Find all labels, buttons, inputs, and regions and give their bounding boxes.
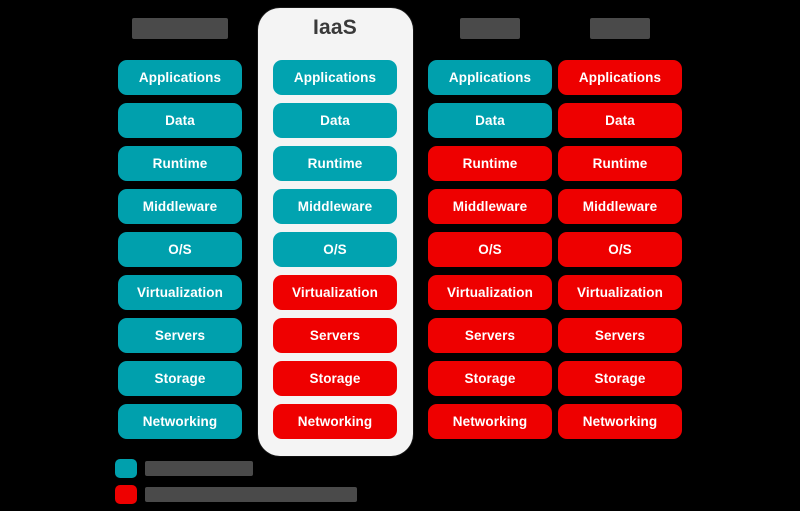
layer-os[interactable]: O/S (118, 232, 242, 267)
layer-servers[interactable]: Servers (118, 318, 242, 353)
layer-os[interactable]: O/S (273, 232, 397, 267)
layer-runtime[interactable]: Runtime (428, 146, 552, 181)
layer-virtualization[interactable]: Virtualization (558, 275, 682, 310)
redacted-header-text (460, 17, 520, 39)
layer-applications[interactable]: Applications (428, 60, 552, 95)
service-model-column-3[interactable]: Applications Data Runtime Middleware O/S… (428, 0, 552, 439)
layer-virtualization[interactable]: Virtualization (428, 275, 552, 310)
legend (115, 455, 357, 507)
legend-swatch-teal-icon (115, 458, 137, 478)
layer-middleware[interactable]: Middleware (428, 189, 552, 224)
column-2-header: IaaS (313, 16, 357, 39)
legend-swatch-red-icon (115, 484, 137, 504)
layer-data[interactable]: Data (273, 103, 397, 138)
service-model-column-1[interactable]: Applications Data Runtime Middleware O/S… (118, 0, 242, 439)
layer-data[interactable]: Data (118, 103, 242, 138)
layer-applications[interactable]: Applications (558, 60, 682, 95)
layer-servers[interactable]: Servers (558, 318, 682, 353)
layer-data[interactable]: Data (558, 103, 682, 138)
service-model-column-4[interactable]: Applications Data Runtime Middleware O/S… (558, 0, 682, 439)
layer-middleware[interactable]: Middleware (118, 189, 242, 224)
redacted-header-text (132, 17, 228, 39)
legend-item-red (115, 481, 357, 507)
layer-virtualization[interactable]: Virtualization (273, 275, 397, 310)
column-3-header (428, 0, 552, 56)
column-1-layers: Applications Data Runtime Middleware O/S… (118, 60, 242, 447)
layer-networking[interactable]: Networking (558, 404, 682, 439)
legend-item-teal (115, 455, 357, 481)
layer-data[interactable]: Data (428, 103, 552, 138)
layer-networking[interactable]: Networking (428, 404, 552, 439)
layer-networking[interactable]: Networking (118, 404, 242, 439)
layer-runtime[interactable]: Runtime (273, 146, 397, 181)
layer-applications[interactable]: Applications (118, 60, 242, 95)
layer-applications[interactable]: Applications (273, 60, 397, 95)
layer-storage[interactable]: Storage (118, 361, 242, 396)
layer-virtualization[interactable]: Virtualization (118, 275, 242, 310)
layer-runtime[interactable]: Runtime (118, 146, 242, 181)
column-2-layers: Applications Data Runtime Middleware O/S… (273, 60, 397, 447)
layer-runtime[interactable]: Runtime (558, 146, 682, 181)
redacted-legend-label (145, 486, 357, 502)
layer-middleware[interactable]: Middleware (273, 189, 397, 224)
layer-servers[interactable]: Servers (273, 318, 397, 353)
layer-servers[interactable]: Servers (428, 318, 552, 353)
column-1-header (118, 0, 242, 56)
column-4-layers: Applications Data Runtime Middleware O/S… (558, 60, 682, 447)
layer-os[interactable]: O/S (428, 232, 552, 267)
layer-middleware[interactable]: Middleware (558, 189, 682, 224)
redacted-legend-label (145, 460, 253, 476)
layer-storage[interactable]: Storage (428, 361, 552, 396)
redacted-header-text (590, 17, 650, 39)
column-4-header (558, 0, 682, 56)
layer-networking[interactable]: Networking (273, 404, 397, 439)
service-model-column-iaas[interactable]: IaaS Applications Data Runtime Middlewar… (273, 0, 397, 439)
layer-storage[interactable]: Storage (558, 361, 682, 396)
column-3-layers: Applications Data Runtime Middleware O/S… (428, 60, 552, 447)
layer-storage[interactable]: Storage (273, 361, 397, 396)
layer-os[interactable]: O/S (558, 232, 682, 267)
